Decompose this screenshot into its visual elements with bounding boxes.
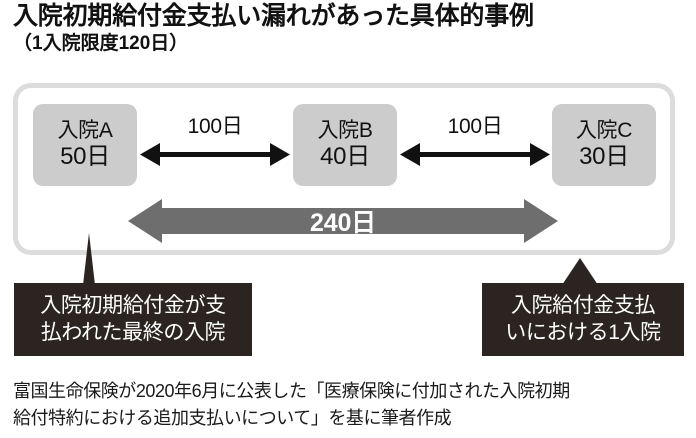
gap-arrow-a-to-b-label: 100日 — [187, 115, 243, 138]
callout-right: 入院給付金支払 いにおける1入院 — [482, 283, 684, 356]
callout-left: 入院初期給付金が支 払われた最終の入院 — [14, 283, 252, 356]
callout-right-line-1: 入院給付金支払 — [510, 294, 656, 318]
page-title-block: 入院初期給付金支払い漏れがあった具体的事例 （1入院限度120日） — [13, 2, 683, 56]
total-span-arrow: 240日 — [128, 196, 558, 246]
stay-box-b-days: 40日 — [320, 143, 370, 171]
page-subtitle: （1入院限度120日） — [13, 33, 189, 54]
total-span-label: 240日 — [310, 209, 376, 237]
callout-right-pointer-icon — [562, 258, 598, 285]
stay-box-a: 入院A 50日 — [33, 104, 137, 186]
stay-box-a-days: 50日 — [60, 143, 110, 171]
callout-left-line-2: 払われた最終の入院 — [40, 320, 226, 344]
stay-box-b: 入院B 40日 — [293, 104, 397, 186]
gap-arrow-a-to-b: 100日 — [140, 104, 290, 186]
callout-left-pointer-icon — [83, 233, 95, 285]
callout-right-line-2: いにおける1入院 — [505, 320, 661, 344]
double-arrow-icon — [140, 143, 290, 166]
page-title: 入院初期給付金支払い漏れがあった具体的事例 — [13, 2, 534, 30]
callout-left-line-1: 入院初期給付金が支 — [40, 294, 226, 318]
source-footnote-line-1: 富国生命保険が2020年6月に公表した「医療保険に付加された入院初期 — [13, 381, 570, 401]
gap-arrow-b-to-c: 100日 — [400, 104, 550, 186]
stay-box-c-name: 入院C — [575, 119, 633, 143]
source-footnote: 富国生命保険が2020年6月に公表した「医療保険に付加された入院初期 給付特約に… — [13, 378, 689, 432]
stay-box-b-name: 入院B — [317, 119, 373, 143]
double-arrow-icon — [400, 143, 550, 166]
source-footnote-line-2: 給付特約における追加支払いについて」を基に筆者作成 — [13, 408, 452, 428]
stay-box-c-days: 30日 — [579, 143, 629, 171]
gap-arrow-b-to-c-label: 100日 — [447, 115, 503, 138]
stay-box-a-name: 入院A — [57, 119, 113, 143]
thick-double-arrow-icon — [128, 199, 558, 243]
stay-box-c: 入院C 30日 — [552, 104, 656, 186]
